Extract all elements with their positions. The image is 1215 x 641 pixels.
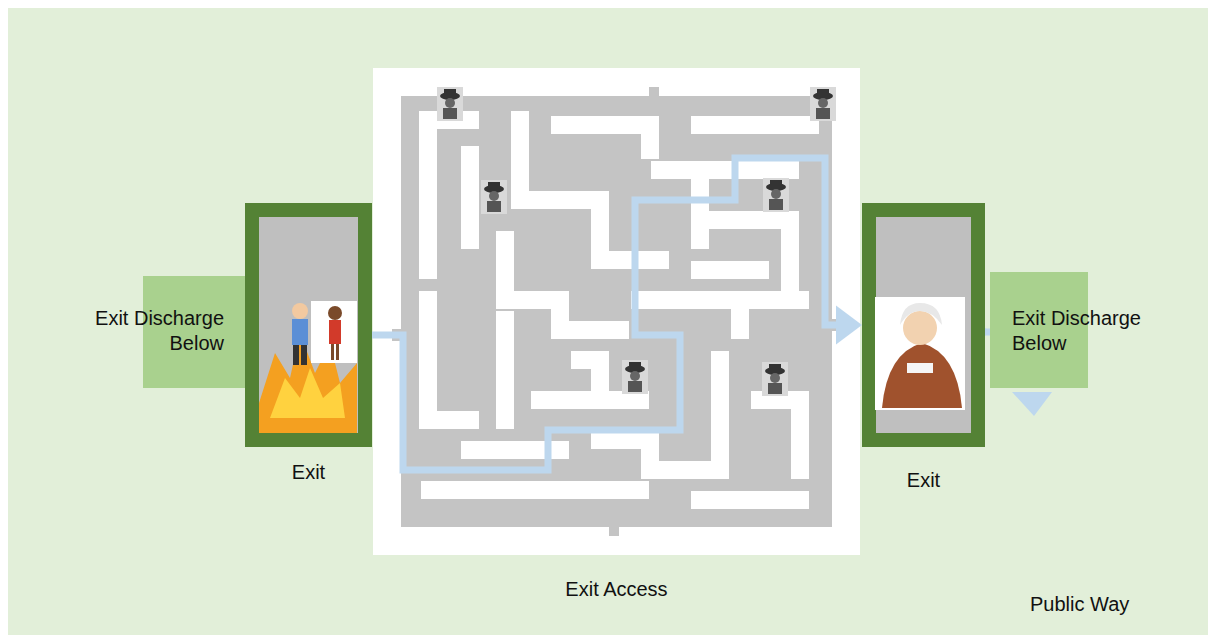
arrow-head bbox=[836, 306, 862, 345]
node-shape bbox=[245, 203, 372, 447]
person-leg bbox=[293, 345, 299, 365]
node-label: Exit bbox=[245, 460, 372, 485]
portrait-dress bbox=[882, 343, 962, 408]
egress-path bbox=[372, 158, 862, 470]
discharge-band: Exit Discharge Below bbox=[70, 276, 250, 388]
area-label: Public Way bbox=[1030, 593, 1129, 616]
discharge-band: Exit Discharge Below bbox=[990, 272, 1165, 388]
portrait-collar bbox=[907, 363, 933, 373]
exit-stair: Exit bbox=[862, 203, 985, 447]
portrait-card bbox=[875, 297, 965, 410]
node-label: Exit Access bbox=[373, 577, 860, 602]
stair-wall bbox=[245, 203, 372, 447]
ground bbox=[8, 8, 1208, 635]
stair-floor bbox=[876, 217, 971, 433]
node-label: Exit bbox=[862, 468, 985, 493]
stair-wall bbox=[862, 203, 985, 447]
fire-core bbox=[270, 368, 345, 418]
person-head bbox=[292, 303, 308, 319]
node-shape bbox=[990, 272, 1165, 388]
person-body bbox=[329, 320, 341, 344]
stair-floor bbox=[259, 217, 358, 433]
person-head bbox=[328, 306, 342, 320]
exit-stair: Exit bbox=[245, 203, 372, 447]
person-leg bbox=[336, 344, 339, 360]
node-shape bbox=[862, 203, 985, 447]
portrait-bonnet bbox=[900, 303, 942, 325]
down-arrow-head bbox=[1012, 392, 1052, 416]
node-label: Exit Discharge Below bbox=[1012, 306, 1162, 356]
exit-access-maze: Exit Access bbox=[373, 68, 860, 555]
path-line bbox=[372, 158, 838, 470]
person-leg bbox=[301, 345, 307, 365]
person-leg bbox=[331, 344, 334, 360]
node-label: Exit Discharge Below bbox=[74, 306, 224, 356]
maze-frame bbox=[373, 68, 860, 555]
person-body bbox=[292, 319, 308, 345]
portrait-face bbox=[903, 311, 937, 345]
band-fill bbox=[990, 272, 1088, 388]
figure-card bbox=[311, 301, 357, 363]
